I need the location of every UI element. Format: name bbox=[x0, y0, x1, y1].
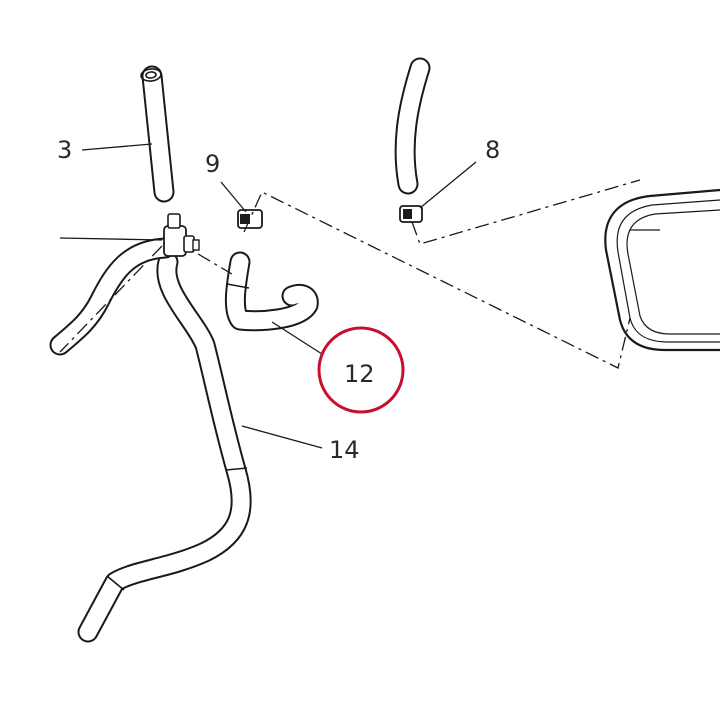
leader-lines bbox=[59, 143, 660, 449]
callout-8[interactable]: 8 bbox=[485, 136, 500, 164]
hose-left[interactable] bbox=[49, 237, 176, 356]
callout-9[interactable]: 9 bbox=[205, 150, 220, 178]
assembly-lines bbox=[59, 179, 641, 369]
tube-3[interactable] bbox=[140, 65, 175, 203]
t-fitting[interactable] bbox=[163, 213, 200, 257]
highlight-ring bbox=[317, 326, 405, 414]
reservoir-tank[interactable] bbox=[604, 188, 720, 352]
hose-12[interactable] bbox=[224, 251, 319, 332]
callout-12[interactable]: 12 bbox=[344, 360, 375, 388]
clamp-8[interactable] bbox=[399, 205, 423, 223]
hose-14[interactable] bbox=[77, 251, 252, 643]
callout-3[interactable]: 3 bbox=[57, 136, 72, 164]
callout-14[interactable]: 14 bbox=[329, 436, 360, 464]
clamp-9[interactable] bbox=[237, 209, 263, 229]
hose-upper[interactable] bbox=[394, 57, 431, 195]
